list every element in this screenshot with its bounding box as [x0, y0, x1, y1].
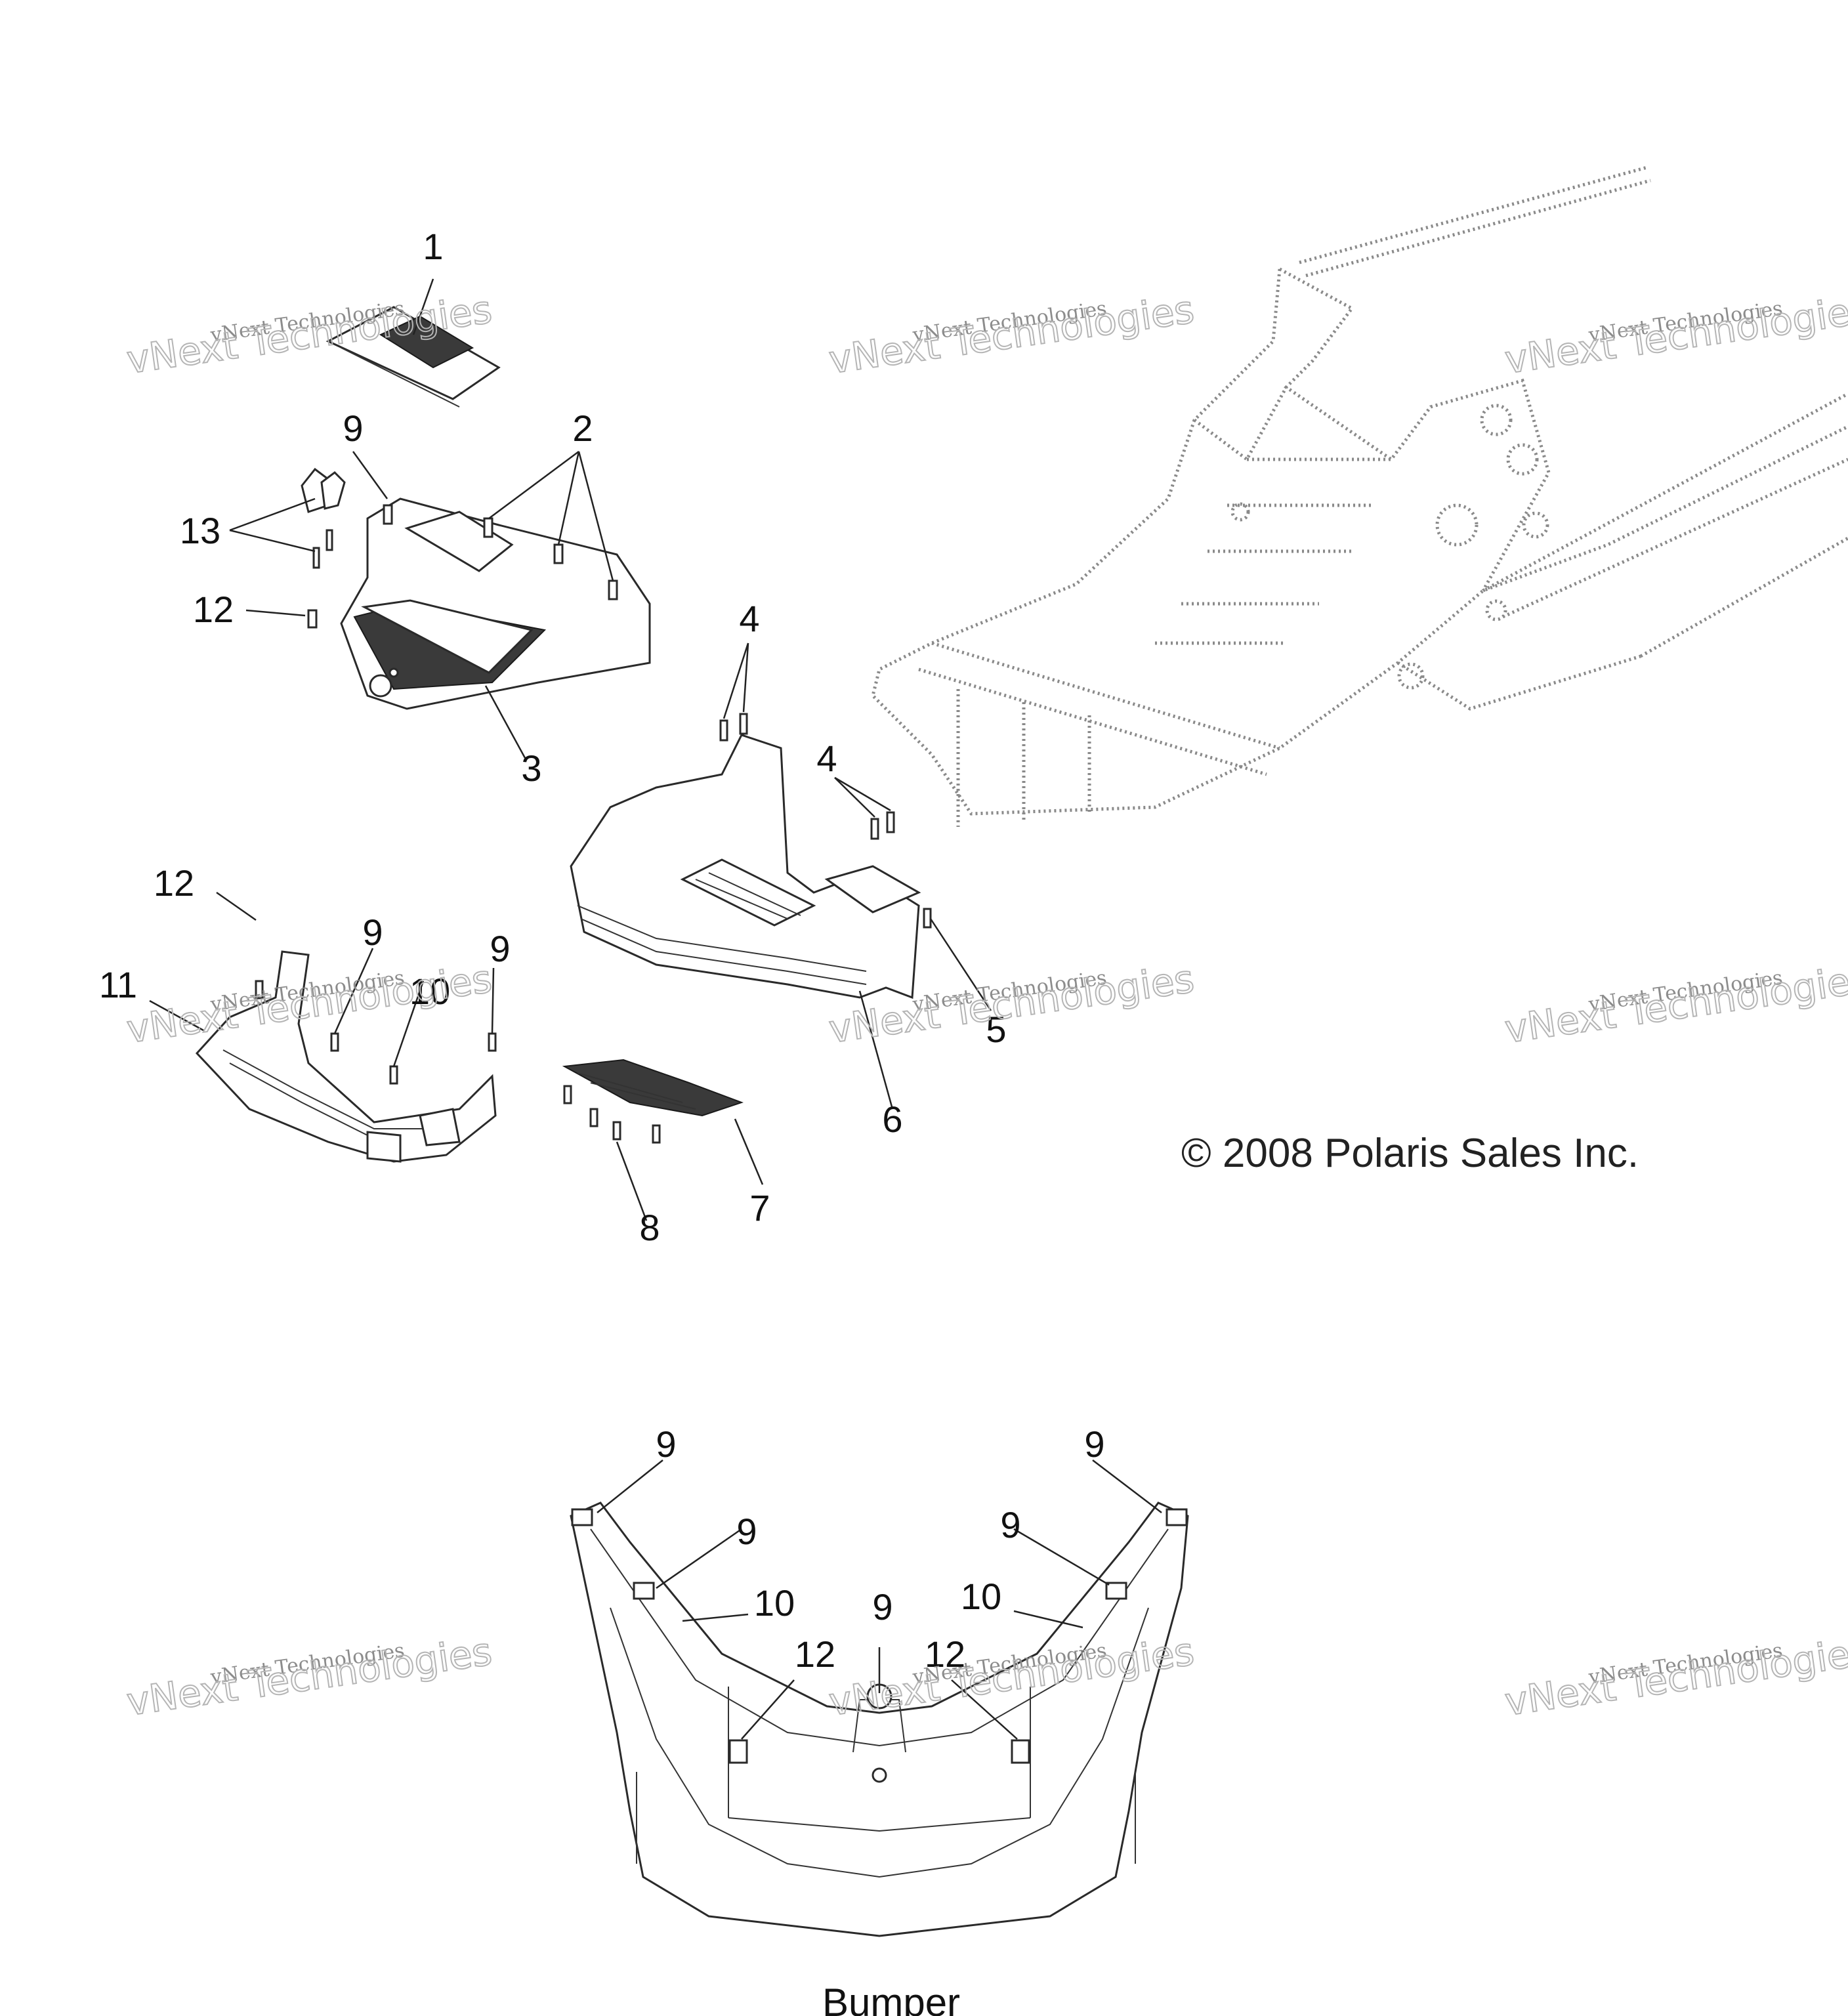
watermarks: vNext Technologies vNext Technologies vN… — [123, 286, 1848, 1725]
callout-10-bumper-right: 10 — [961, 1576, 1001, 1617]
bumper-caption: Bumper — [822, 1981, 960, 2016]
watermark-line-2: vNext Technologies — [1502, 956, 1848, 1051]
callout-1: 1 — [423, 226, 443, 267]
callout-9-left-a: 9 — [362, 912, 383, 953]
part-1-access-panel — [326, 306, 501, 408]
watermark-line-2: vNext Technologies — [1502, 287, 1848, 382]
part-4-fasteners — [719, 713, 895, 840]
copyright-notice: © 2008 Polaris Sales Inc. — [1181, 1131, 1639, 1176]
callout-8: 8 — [639, 1207, 660, 1248]
callout-9-bumper-tr: 9 — [1084, 1423, 1104, 1465]
part-6-footwell — [570, 734, 932, 999]
callout-3: 3 — [521, 747, 541, 789]
callout-13: 13 — [180, 510, 220, 551]
chassis-frame — [871, 165, 1848, 827]
part-13-clips — [301, 467, 346, 569]
watermark-line-2: vNext Technologies — [124, 956, 494, 1051]
part-12-fastener-upper — [307, 609, 318, 629]
callout-10-bumper-left: 10 — [754, 1582, 795, 1624]
leader-lines — [149, 278, 1162, 1740]
callout-9-bumper-ml: 9 — [736, 1511, 757, 1552]
callout-12-upper: 12 — [193, 589, 234, 630]
part-7-step-plate — [562, 1059, 744, 1117]
callout-6: 6 — [882, 1099, 902, 1140]
part-8-fasteners — [563, 1085, 661, 1144]
callout-12-left: 12 — [154, 862, 194, 904]
callout-9-bumper-center: 9 — [872, 1586, 892, 1628]
watermark-line-2: vNext Technologies — [826, 287, 1196, 382]
callout-9-bumper-mr: 9 — [1000, 1504, 1020, 1545]
callout-11: 11 — [99, 964, 137, 1005]
callout-2: 2 — [572, 408, 593, 449]
callouts: 1 2 9 13 12 3 4 4 5 6 7 8 12 11 9 9 10 9… — [99, 226, 1105, 1675]
watermark-line-2: vNext Technologies — [124, 1629, 494, 1724]
callout-4-upper: 4 — [739, 598, 759, 639]
callout-9-bumper-tl: 9 — [656, 1423, 676, 1465]
callout-4-lower: 4 — [816, 738, 837, 779]
part-11-front-bumper — [195, 950, 497, 1163]
watermark-line-2: vNext Technologies — [1502, 1629, 1848, 1724]
callout-12-bumper-left: 12 — [795, 1633, 835, 1675]
callout-7: 7 — [749, 1187, 770, 1228]
part-3-console — [340, 497, 651, 710]
callout-5: 5 — [986, 1009, 1006, 1050]
callout-12-bumper-right: 12 — [925, 1633, 965, 1675]
part-9-fastener-upper — [383, 504, 393, 525]
callout-9-upper: 9 — [343, 408, 363, 449]
callout-9-left-b: 9 — [490, 928, 510, 969]
callout-10-left: 10 — [410, 971, 450, 1012]
bumper-detail — [570, 1502, 1189, 1937]
